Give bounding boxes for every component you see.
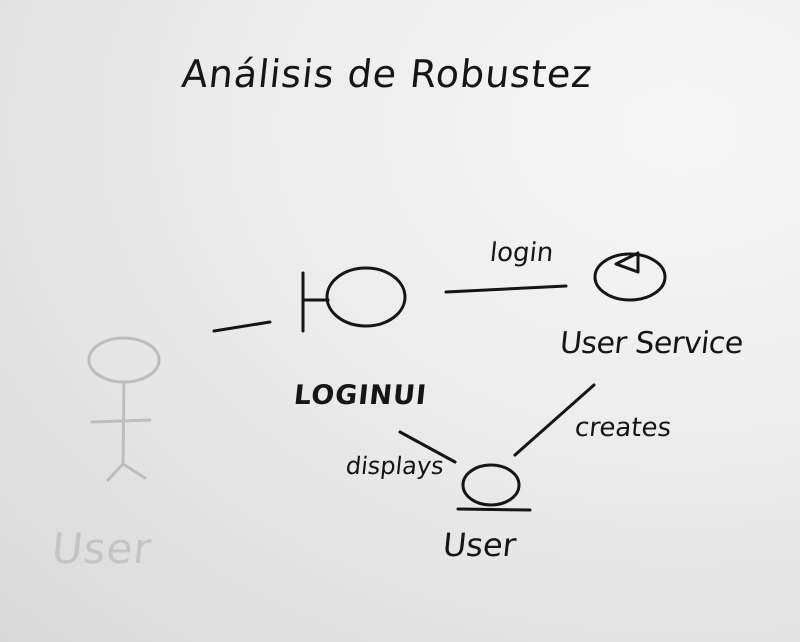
entity-object-icon <box>456 463 532 512</box>
displays-label: displays <box>344 452 446 480</box>
actor-body <box>121 380 126 466</box>
diagram-title: Análisis de Robustez <box>179 52 595 96</box>
login-label: login <box>488 238 555 268</box>
control-circle <box>593 252 667 302</box>
control-object-icon <box>593 251 667 302</box>
control-arrowhead <box>614 251 640 274</box>
actor-arms <box>90 418 152 424</box>
boundary-circle <box>325 266 407 328</box>
actor-head <box>87 336 161 384</box>
entity-underline <box>456 507 532 512</box>
actor-user-figure <box>87 336 161 482</box>
login-association <box>444 284 568 294</box>
actor-label: User <box>49 524 155 573</box>
entity-label: User <box>441 526 518 564</box>
boundary-label: LOGINUI <box>292 380 429 411</box>
control-label: User Service <box>558 326 745 361</box>
actor-left-leg <box>106 462 125 482</box>
actor-right-leg <box>121 462 147 480</box>
entity-circle <box>461 463 521 507</box>
creates-label: creates <box>573 413 673 443</box>
displays-association <box>398 430 457 464</box>
boundary-object-icon <box>301 266 407 333</box>
actor-boundary-association <box>212 320 272 333</box>
creates-association <box>513 383 596 457</box>
